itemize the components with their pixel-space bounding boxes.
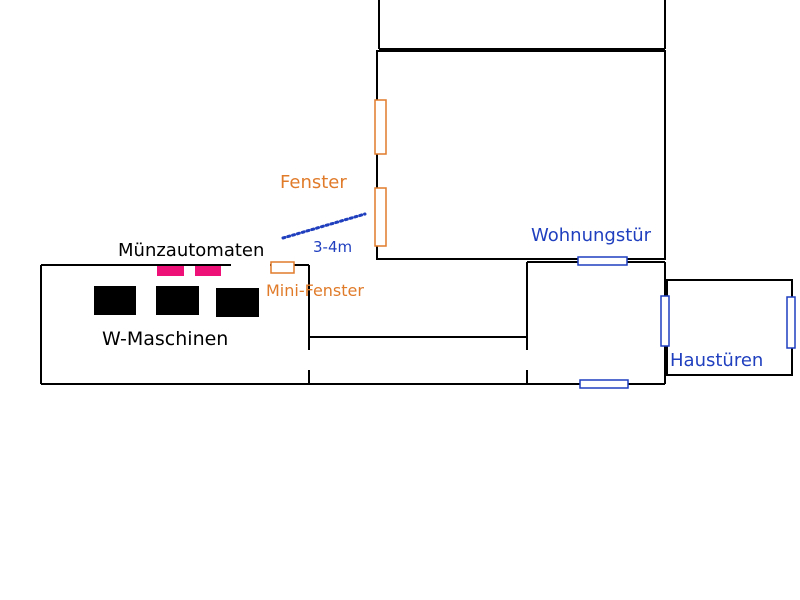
- front-door-left: [660, 295, 670, 347]
- window-label: Fenster: [280, 172, 347, 193]
- front-door-right: [786, 296, 796, 349]
- corridor: [309, 336, 528, 385]
- front-doors-label: Haustüren: [670, 350, 764, 371]
- coin-machine: [157, 266, 184, 276]
- window-lower: [374, 187, 387, 247]
- washing-machine: [156, 286, 199, 315]
- door-bottom: [579, 379, 629, 389]
- mini-window-label: Mini-Fenster: [266, 281, 364, 300]
- apartment-door-label: Wohnungstür: [531, 225, 652, 246]
- distance-label: 3-4m: [313, 238, 353, 256]
- washing-machine: [216, 288, 259, 317]
- mini-window: [270, 261, 295, 274]
- window-upper: [374, 99, 387, 155]
- apartment-door: [577, 256, 628, 266]
- coin-machine: [195, 266, 221, 276]
- hallway-room: [526, 261, 666, 385]
- washing-machines-label: W-Maschinen: [102, 328, 229, 350]
- washing-machine: [94, 286, 136, 315]
- distance-line: [281, 212, 367, 240]
- upper-room-top: [378, 0, 666, 50]
- upper-room: [376, 50, 666, 260]
- coin-machines-label: Münzautomaten: [118, 240, 265, 261]
